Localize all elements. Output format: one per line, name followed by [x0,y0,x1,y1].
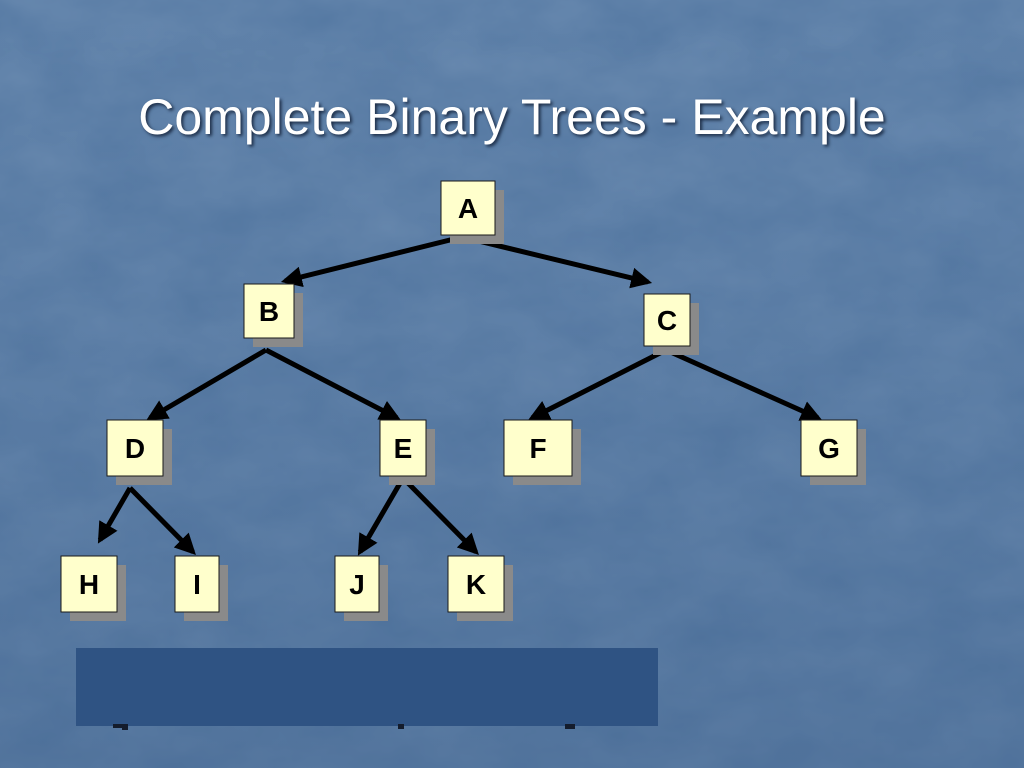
caption-overlay-box [76,648,658,726]
node-label: F [529,433,546,464]
node-box [174,555,220,613]
edge-d-h [97,486,133,544]
tree-node-k: K [447,555,513,621]
node-label: D [125,433,145,464]
node-label: E [394,433,413,464]
tree-node-i: I [174,555,228,621]
node-label: B [259,296,279,327]
node-box [106,419,164,477]
node-box [800,419,858,477]
tree-node-j: J [334,555,388,621]
tree-node-a: A [440,180,504,244]
node-label: A [458,193,478,224]
node-box [503,419,573,477]
edge-d-i [128,486,196,555]
tree-node-b: B [243,283,303,347]
tree-nodes: A B C D E F G H I J K [60,180,866,621]
node-label: J [349,569,365,600]
tree-edges [97,234,822,556]
edge-b-d [146,347,268,421]
node-box [334,555,380,613]
tree-node-c: C [643,293,699,355]
edge-c-g [664,347,822,421]
tree-node-f: F [503,419,581,485]
node-box [643,293,691,347]
edge-a-b [280,234,463,288]
node-label: I [193,569,201,600]
node-label: H [79,569,99,600]
node-box [379,419,427,477]
node-box [440,180,496,236]
node-label: G [818,433,840,464]
tree-node-e: E [379,419,435,485]
obscured-caption-fragments [113,724,575,730]
edge-e-j [357,476,406,556]
node-box [243,283,295,339]
slide-title: Complete Binary Trees - Example [138,89,886,145]
tree-node-d: D [106,419,172,485]
edge-c-f [528,347,668,421]
edge-a-c [461,234,653,289]
tree-node-g: G [800,419,866,485]
edge-e-k [401,476,479,555]
node-label: K [466,569,486,600]
node-box [447,555,505,613]
edge-b-e [264,347,401,421]
node-box [60,555,118,613]
tree-node-h: H [60,555,126,621]
node-label: C [657,305,677,336]
